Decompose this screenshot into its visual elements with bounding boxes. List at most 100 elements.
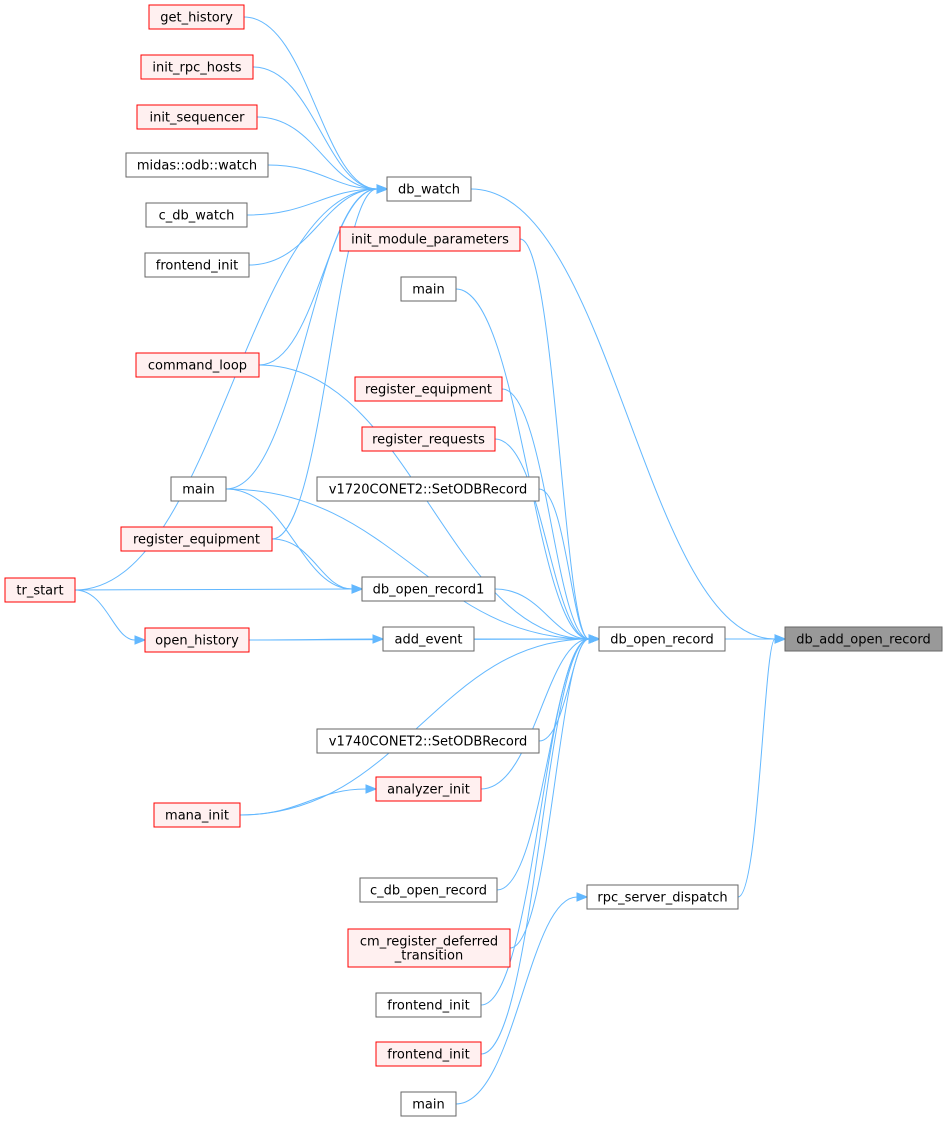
node-box	[140, 54, 254, 80]
arrowhead	[576, 892, 589, 902]
node-box	[316, 476, 540, 502]
node-label: db_watch	[398, 183, 460, 198]
node-label: cm_register_deferred	[360, 935, 498, 950]
node-label: db_add_open_record	[796, 633, 930, 648]
node-box	[382, 626, 475, 652]
arrowhead	[376, 184, 389, 194]
node-label: init_sequencer	[149, 111, 245, 126]
call-edge	[256, 116, 389, 194]
call-edge	[480, 634, 601, 790]
call-edge	[74, 589, 147, 645]
node-cm-register-deferred-transition[interactable]: cm_register_deferred_transition	[347, 928, 511, 968]
node-label: main	[412, 283, 444, 298]
node-box	[386, 176, 472, 202]
node-label: frontend_init	[387, 999, 469, 1014]
node-box	[359, 877, 498, 903]
node-box	[598, 626, 726, 652]
node-box	[144, 627, 250, 653]
node-label: rpc_server_dispatch	[597, 891, 727, 906]
node-label: midas::odb::watch	[137, 159, 257, 174]
arrowhead	[134, 635, 147, 645]
node-command-loop[interactable]: command_loop	[135, 352, 260, 378]
call-edge	[74, 584, 364, 594]
node-box	[375, 992, 482, 1018]
node-frontend-init[interactable]: frontend_init	[375, 1041, 482, 1067]
node-box	[784, 626, 943, 652]
node-register-equipment[interactable]: register_equipment	[120, 526, 273, 552]
node-box	[170, 476, 227, 502]
node-register-equipment[interactable]: register_equipment	[354, 376, 503, 402]
node-label: main	[182, 483, 214, 498]
node-frontend-init[interactable]: frontend_init	[144, 252, 250, 278]
node-analyzer-init[interactable]: analyzer_init	[375, 776, 482, 802]
arrowhead	[588, 634, 601, 644]
node-get-history[interactable]: get_history	[148, 4, 245, 30]
arrowhead	[372, 634, 385, 644]
call-edge	[538, 488, 601, 644]
node-box	[347, 928, 511, 968]
node-label: init_module_parameters	[351, 233, 509, 248]
node-db-open-record1[interactable]: db_open_record1	[361, 576, 496, 602]
call-edge	[480, 634, 601, 1055]
node-c-db-watch[interactable]: c_db_watch	[145, 202, 248, 228]
node-label: db_open_record	[610, 633, 713, 648]
call-edge	[239, 784, 378, 816]
node-label: init_rpc_hosts	[152, 61, 241, 76]
node-box	[4, 577, 76, 603]
node-frontend-init[interactable]: frontend_init	[375, 992, 482, 1018]
node-label: open_history	[155, 634, 239, 649]
node-box	[148, 4, 245, 30]
node-register-requests[interactable]: register_requests	[361, 426, 496, 452]
node-db-open-record[interactable]: db_open_record	[598, 626, 726, 652]
node-v1740conet2-setodbrecord[interactable]: v1740CONET2::SetODBRecord	[316, 728, 540, 754]
node-label: register_equipment	[365, 383, 492, 398]
call-edge	[470, 188, 787, 644]
arrowhead	[774, 634, 787, 644]
node-rpc-server-dispatch[interactable]: rpc_server_dispatch	[586, 884, 739, 910]
node-midas-odb-watch[interactable]: midas::odb::watch	[125, 152, 269, 178]
node-init-module-parameters[interactable]: init_module_parameters	[339, 226, 521, 252]
node-init-sequencer[interactable]: init_sequencer	[136, 104, 258, 130]
node-box	[136, 104, 258, 130]
node-box	[375, 776, 482, 802]
node-db-watch[interactable]: db_watch	[386, 176, 472, 202]
node-label: register_equipment	[133, 533, 260, 548]
call-edge	[271, 538, 364, 594]
call-edge	[501, 388, 601, 644]
node-label: tr_start	[16, 584, 63, 599]
node-label: mana_init	[165, 809, 229, 824]
node-main[interactable]: main	[400, 276, 457, 302]
node-label: add_event	[395, 633, 463, 648]
node-label: v1740CONET2::SetODBRecord	[329, 735, 527, 750]
node-box	[339, 226, 521, 252]
call-edge	[496, 634, 601, 891]
node-init-rpc-hosts[interactable]: init_rpc_hosts	[140, 54, 254, 80]
node-box	[135, 352, 260, 378]
call-edge	[248, 634, 385, 644]
node-label: frontend_init	[387, 1048, 469, 1063]
node-main[interactable]: main	[400, 1091, 457, 1117]
node-tr-start[interactable]: tr_start	[4, 577, 76, 603]
node-box	[145, 202, 248, 228]
node-box	[400, 276, 457, 302]
node-open-history[interactable]: open_history	[144, 627, 250, 653]
node-label: frontend_init	[156, 259, 238, 274]
node-box	[361, 576, 496, 602]
node-v1720conet2-setodbrecord[interactable]: v1720CONET2::SetODBRecord	[316, 476, 540, 502]
node-db-add-open-record: db_add_open_record	[784, 626, 943, 652]
call-edge	[509, 634, 601, 949]
node-label: register_requests	[372, 433, 485, 448]
node-main[interactable]: main	[170, 476, 227, 502]
node-box	[361, 426, 496, 452]
node-label: command_loop	[148, 359, 247, 374]
node-add-event[interactable]: add_event	[382, 626, 475, 652]
node-box	[400, 1091, 457, 1117]
node-mana-init[interactable]: mana_init	[153, 802, 241, 828]
call-edge	[74, 184, 389, 591]
node-box	[153, 802, 241, 828]
call-edge	[455, 892, 589, 1105]
node-c-db-open-record[interactable]: c_db_open_record	[359, 877, 498, 903]
nodes-layer: get_history init_rpc_hosts init_sequencerm…	[4, 4, 943, 1117]
node-label: v1720CONET2::SetODBRecord	[329, 483, 527, 498]
